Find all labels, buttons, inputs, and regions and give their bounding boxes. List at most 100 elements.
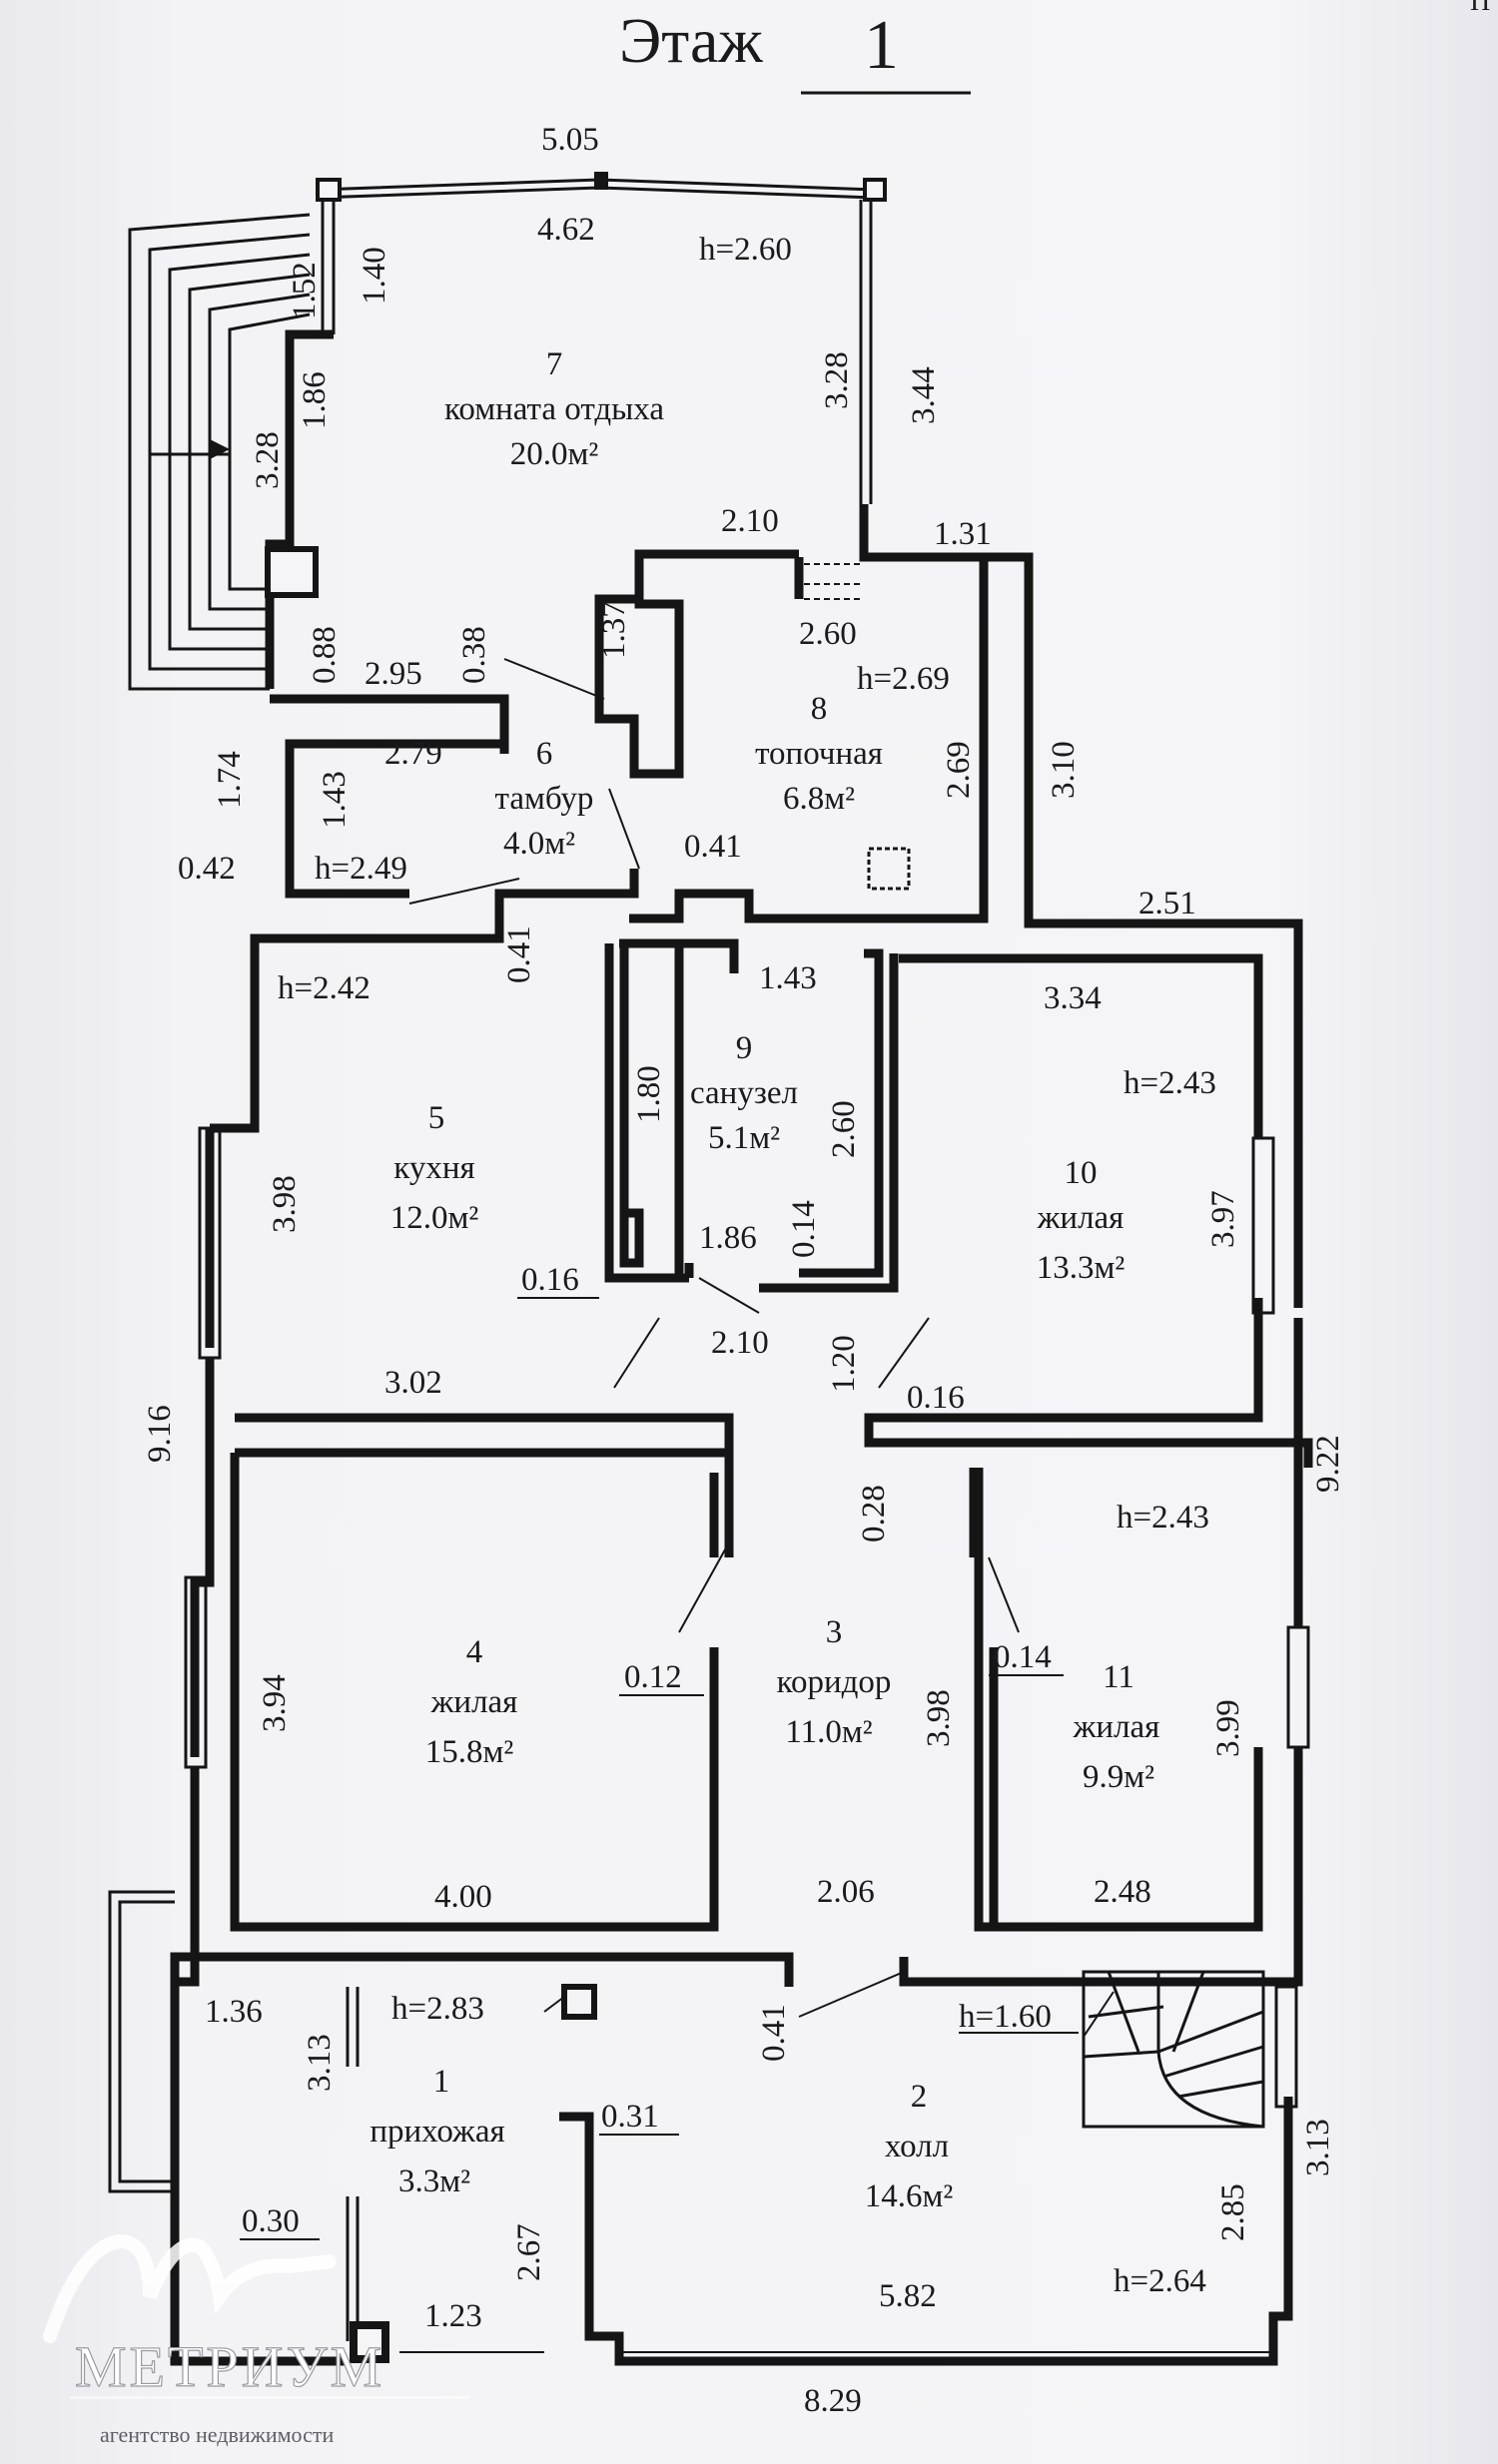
exterior-steps-top <box>128 213 311 691</box>
dim-label: 0.16 <box>521 1262 579 1298</box>
dim-label: 3.98 <box>921 1689 957 1747</box>
dim-label: 2.95 <box>365 656 422 692</box>
room-8-area: 6.8м² <box>783 781 855 817</box>
corner-mark: П <box>1470 0 1490 17</box>
dim-label: 1.23 <box>424 2298 482 2334</box>
dim-label: 3.94 <box>257 1674 293 1732</box>
dim-label: 2.48 <box>1094 1874 1151 1910</box>
dim-label: 0.14 <box>994 1639 1052 1675</box>
room-9-area: 5.1м² <box>708 1120 780 1156</box>
dim-label: 1.52 <box>287 262 323 319</box>
room-11-number: 11 <box>1103 1659 1134 1695</box>
room-3-number: 3 <box>826 1614 843 1650</box>
dim-label: 0.14 <box>786 1200 822 1258</box>
height-label: h=2.42 <box>278 970 371 1006</box>
dim-label: 0.16 <box>907 1380 965 1416</box>
room-5-area: 12.0м² <box>390 1200 479 1236</box>
dim-label: 3.13 <box>1300 2119 1336 2176</box>
dim-label: 3.99 <box>1210 1699 1246 1757</box>
room-7-number: 7 <box>546 346 563 382</box>
room-1-area: 3.3м² <box>398 2163 470 2199</box>
walls <box>108 172 1313 2366</box>
room-10-number: 10 <box>1065 1155 1098 1191</box>
height-label: h=2.60 <box>699 232 792 268</box>
dim-label: 0.41 <box>756 2004 792 2062</box>
dim-label: 0.38 <box>456 626 492 684</box>
dimension-labels: 5.05 4.62 1.40 1.52 1.86 3.28 3.28 3.44 … <box>142 122 1346 2419</box>
height-label: h=2.69 <box>857 661 950 697</box>
dim-label: 2.69 <box>941 741 977 799</box>
room-7-name: комната отдыха <box>444 391 664 427</box>
dim-label: 8.29 <box>804 2383 862 2419</box>
dim-label: 2.10 <box>711 1325 769 1361</box>
dim-label: 0.41 <box>501 925 537 983</box>
dim-label: 2.60 <box>826 1100 862 1158</box>
boiler-icon <box>867 847 911 891</box>
dim-label: 3.97 <box>1205 1190 1241 1248</box>
dim-label: 0.41 <box>684 829 742 865</box>
dim-label: 1.40 <box>357 247 392 305</box>
height-label: h=2.49 <box>315 851 407 887</box>
room-4-name: жилая <box>430 1684 518 1720</box>
room-1-name: прихожая <box>370 2114 504 2150</box>
room-7-area: 20.0м² <box>510 436 599 472</box>
dim-label: 3.13 <box>302 2034 338 2092</box>
height-label: h=2.64 <box>1114 2263 1206 2299</box>
room-8-name: топочная <box>755 736 883 772</box>
room-2-number: 2 <box>911 2079 928 2115</box>
dim-label: 1.31 <box>934 516 992 552</box>
dim-label: 5.05 <box>541 122 599 158</box>
room-10-name: жилая <box>1037 1200 1124 1236</box>
dim-label: 4.00 <box>434 1879 492 1915</box>
dim-label: 1.80 <box>631 1065 667 1123</box>
room-2-area: 14.6м² <box>865 2178 954 2214</box>
dim-label: 9.16 <box>142 1405 178 1463</box>
room-11-name: жилая <box>1073 1709 1160 1745</box>
height-label: h=2.83 <box>391 1991 484 2027</box>
dim-label: 2.06 <box>817 1874 875 1910</box>
dim-label: 0.42 <box>178 851 236 887</box>
dim-label: 2.85 <box>1215 2183 1251 2241</box>
room-5-name: кухня <box>393 1150 474 1186</box>
room-6-area: 4.0м² <box>503 826 575 862</box>
watermark-brand: МЕТРИУМ <box>75 2334 384 2399</box>
watermark-logo <box>43 2233 469 2399</box>
dim-label: 1.86 <box>297 371 333 429</box>
dim-label: 3.02 <box>384 1365 442 1401</box>
dim-label: 3.34 <box>1044 980 1102 1016</box>
dim-label: 3.28 <box>819 351 855 409</box>
dim-label: 2.10 <box>721 503 779 539</box>
dim-label: 5.82 <box>879 2278 937 2314</box>
dim-label: 0.28 <box>856 1485 892 1542</box>
dim-label: 1.43 <box>759 960 817 996</box>
room-3-area: 11.0м² <box>785 1714 872 1750</box>
dim-label: 3.44 <box>906 366 942 424</box>
room-6-number: 6 <box>536 736 553 772</box>
dim-label: 3.10 <box>1046 741 1082 799</box>
room-4-number: 4 <box>466 1634 483 1670</box>
room-5-number: 5 <box>428 1100 445 1136</box>
room-1-number: 1 <box>433 2064 450 2100</box>
dim-label: 4.62 <box>537 212 595 248</box>
room-labels: 7 комната отдыха 20.0м² 8 топочная 6.8м²… <box>370 346 1159 2214</box>
room-4-area: 15.8м² <box>425 1734 514 1770</box>
dim-label: 2.51 <box>1138 886 1196 922</box>
room-2-name: холл <box>885 2129 949 2164</box>
dim-label: 0.31 <box>601 2099 659 2135</box>
height-label: h=2.43 <box>1124 1065 1216 1101</box>
floor-title-label: Этаж <box>619 5 763 76</box>
dim-label: 2.79 <box>384 736 442 772</box>
room-11-area: 9.9м² <box>1083 1759 1154 1795</box>
dim-label: 1.20 <box>826 1335 862 1393</box>
height-label: h=1.60 <box>959 1999 1052 2035</box>
room-9-name: санузел <box>690 1075 798 1111</box>
dim-label: 2.60 <box>799 616 857 652</box>
dim-label: 1.74 <box>212 751 248 809</box>
ceiling-heights: h=2.60 h=2.69 h=2.49 h=2.42 h=2.43 h=2.4… <box>278 232 1216 2299</box>
dim-label: 1.37 <box>596 601 632 659</box>
dim-label: 0.88 <box>307 626 343 684</box>
height-label: h=2.43 <box>1117 1500 1209 1536</box>
floor-title-number: 1 <box>864 7 899 84</box>
